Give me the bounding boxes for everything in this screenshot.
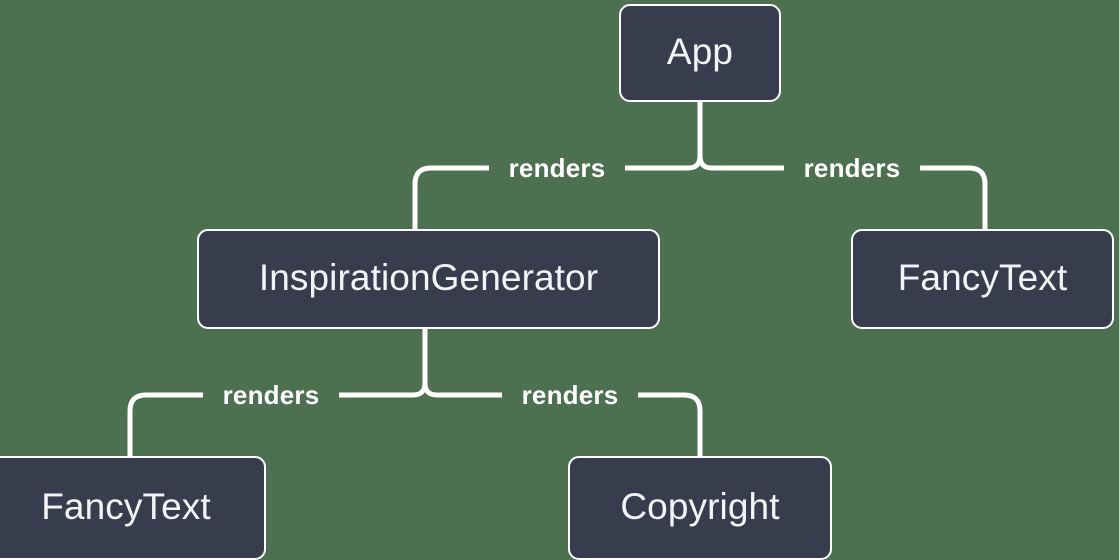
node-copyright-label: Copyright [620, 486, 780, 527]
node-inspirationgenerator[interactable]: InspirationGenerator [197, 229, 660, 329]
node-copyright[interactable]: Copyright [568, 456, 832, 560]
node-app-label: App [666, 31, 734, 72]
node-inspirationgenerator-label: InspirationGenerator [258, 257, 599, 298]
edge-inspgen-stem [412, 329, 428, 398]
node-fancytext-right-label: FancyText [897, 257, 1068, 298]
edge-app-stem [687, 102, 703, 171]
edge-label-app-fancytext: renders [803, 153, 901, 183]
node-fancytext-bottom-label: FancyText [41, 486, 211, 527]
node-app[interactable]: App [619, 4, 781, 102]
node-fancytext-right[interactable]: FancyText [851, 229, 1114, 329]
node-fancytext-bottom[interactable]: FancyText [0, 456, 266, 560]
edge-label-inspirationgenerator-copyright: renders [521, 380, 619, 410]
edge-app-stem-right [697, 155, 713, 171]
edge-label-app-inspirationgenerator: renders [508, 153, 606, 183]
edge-inspgen-stem-right [422, 382, 438, 398]
edge-label-inspirationgenerator-fancytext: renders [222, 380, 320, 410]
